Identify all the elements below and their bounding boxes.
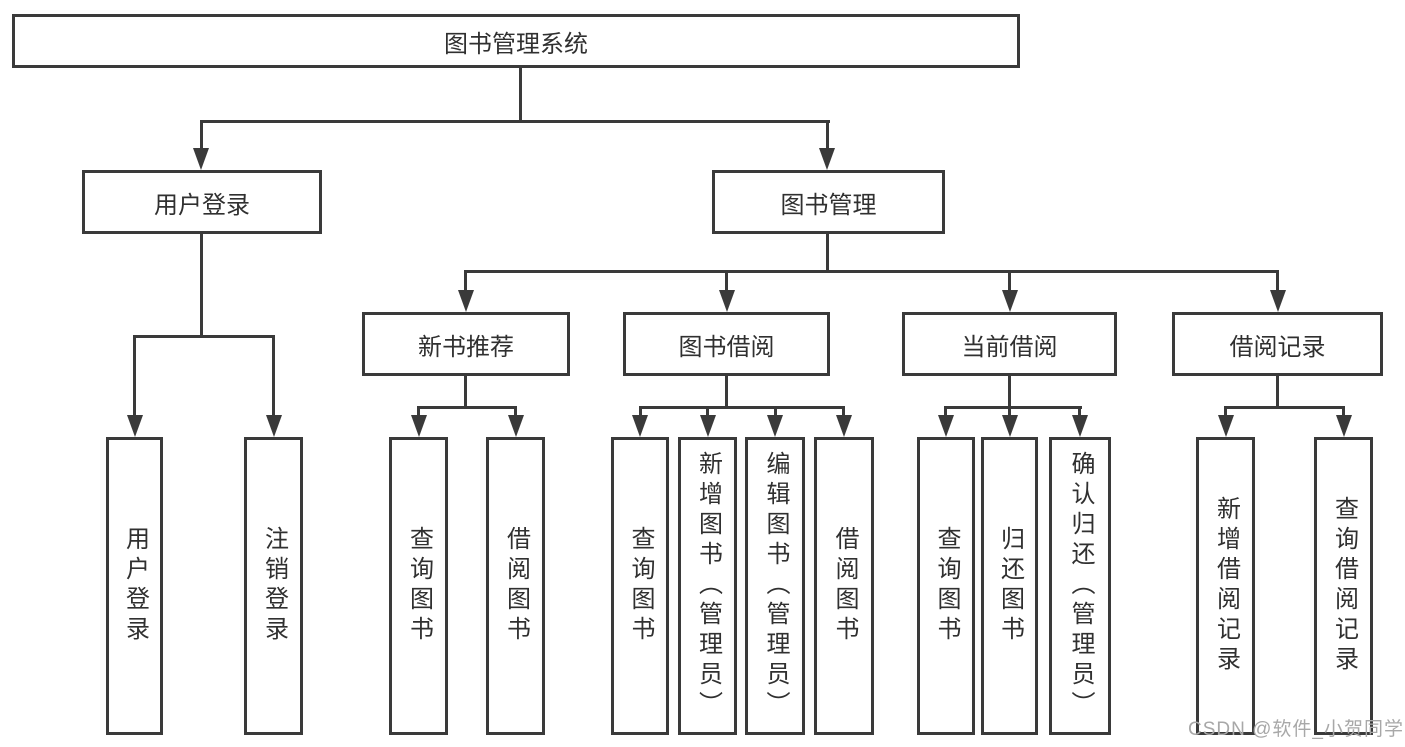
leaf-user-login: 用户登录 — [106, 437, 163, 735]
arrowhead-leaf — [1002, 415, 1018, 437]
leaf-history-query: 查询借阅记录 — [1314, 437, 1373, 735]
connector-current-stem — [1008, 376, 1011, 408]
node-new-book-rec: 新书推荐 — [362, 312, 570, 376]
connector-leaf-stem — [1008, 406, 1011, 417]
connector-borrow-stem — [725, 376, 728, 408]
connector-leaf-stem — [706, 406, 709, 417]
leaf-logout: 注销登录 — [244, 437, 303, 735]
arrowhead-book-mgmt — [819, 148, 835, 170]
arrowhead-history — [1270, 290, 1286, 312]
connector-new-book-stem — [464, 376, 467, 408]
arrowhead-new-book — [458, 290, 474, 312]
connector-leaf-stem — [639, 406, 642, 417]
connector-book-mgmt-stem — [826, 234, 829, 273]
arrowhead-leaf — [1336, 415, 1352, 437]
connector-leaf-stem — [842, 406, 845, 417]
leaf-current-return: 归还图书 — [981, 437, 1038, 735]
connector-to-new-book — [464, 270, 467, 292]
node-user-login: 用户登录 — [82, 170, 322, 234]
arrowhead-leaf-logout — [266, 415, 282, 437]
arrowhead-leaf — [836, 415, 852, 437]
csdn-watermark: CSDN @软件_小贺同学 — [1188, 719, 1404, 740]
leaf-borrow-edit-admin: 编辑图书（管理员） — [745, 437, 805, 735]
arrowhead-leaf — [938, 415, 954, 437]
connector-to-leaf-login — [133, 335, 136, 417]
connector-current-hbar — [944, 406, 1082, 409]
connector-root-hbar — [200, 120, 830, 123]
node-current-borrow: 当前借阅 — [902, 312, 1117, 376]
connector-leaf-stem — [514, 406, 517, 417]
node-borrow-history: 借阅记录 — [1172, 312, 1383, 376]
arrowhead-leaf-login — [127, 415, 143, 437]
arrowhead-leaf — [1218, 415, 1234, 437]
connector-leaf-stem — [944, 406, 947, 417]
leaf-borrow-add-admin: 新增图书（管理员） — [678, 437, 737, 735]
connector-leaf-stem — [774, 406, 777, 417]
connector-history-hbar — [1224, 406, 1345, 409]
connector-to-history — [1276, 270, 1279, 292]
leaf-history-add: 新增借阅记录 — [1196, 437, 1255, 735]
leaf-borrow-borrow: 借阅图书 — [814, 437, 874, 735]
node-root: 图书管理系统 — [12, 14, 1020, 68]
arrowhead-leaf — [1072, 415, 1088, 437]
node-book-mgmt: 图书管理 — [712, 170, 945, 234]
arrowhead-leaf — [700, 415, 716, 437]
node-book-borrow: 图书借阅 — [623, 312, 830, 376]
leaf-newbook-query: 查询图书 — [389, 437, 448, 735]
leaf-current-confirm-admin: 确认归还（管理员） — [1049, 437, 1111, 735]
connector-book-mgmt-hbar — [464, 270, 1279, 273]
connector-leaf-stem — [1224, 406, 1227, 417]
leaf-borrow-query: 查询图书 — [611, 437, 669, 735]
arrowhead-leaf — [508, 415, 524, 437]
connector-user-login-hbar — [133, 335, 275, 338]
leaf-newbook-borrow: 借阅图书 — [486, 437, 545, 735]
arrowhead-leaf — [411, 415, 427, 437]
connector-borrow-hbar — [639, 406, 845, 409]
connector-to-borrow — [725, 270, 728, 292]
connector-leaf-stem — [1342, 406, 1345, 417]
connector-to-book-mgmt — [826, 120, 829, 150]
arrowhead-leaf — [767, 415, 783, 437]
arrowhead-borrow — [719, 290, 735, 312]
connector-leaf-stem — [417, 406, 420, 417]
arrowhead-user-login — [193, 148, 209, 170]
connector-leaf-stem — [1078, 406, 1081, 417]
connector-new-book-hbar — [417, 406, 517, 409]
connector-root-stem — [519, 66, 522, 123]
arrowhead-current — [1002, 290, 1018, 312]
connector-to-leaf-logout — [272, 335, 275, 417]
leaf-current-query: 查询图书 — [917, 437, 975, 735]
connector-to-user-login — [200, 120, 203, 150]
connector-user-login-stem — [200, 233, 203, 337]
connector-history-stem — [1276, 376, 1279, 408]
connector-to-current — [1008, 270, 1011, 292]
arrowhead-leaf — [632, 415, 648, 437]
